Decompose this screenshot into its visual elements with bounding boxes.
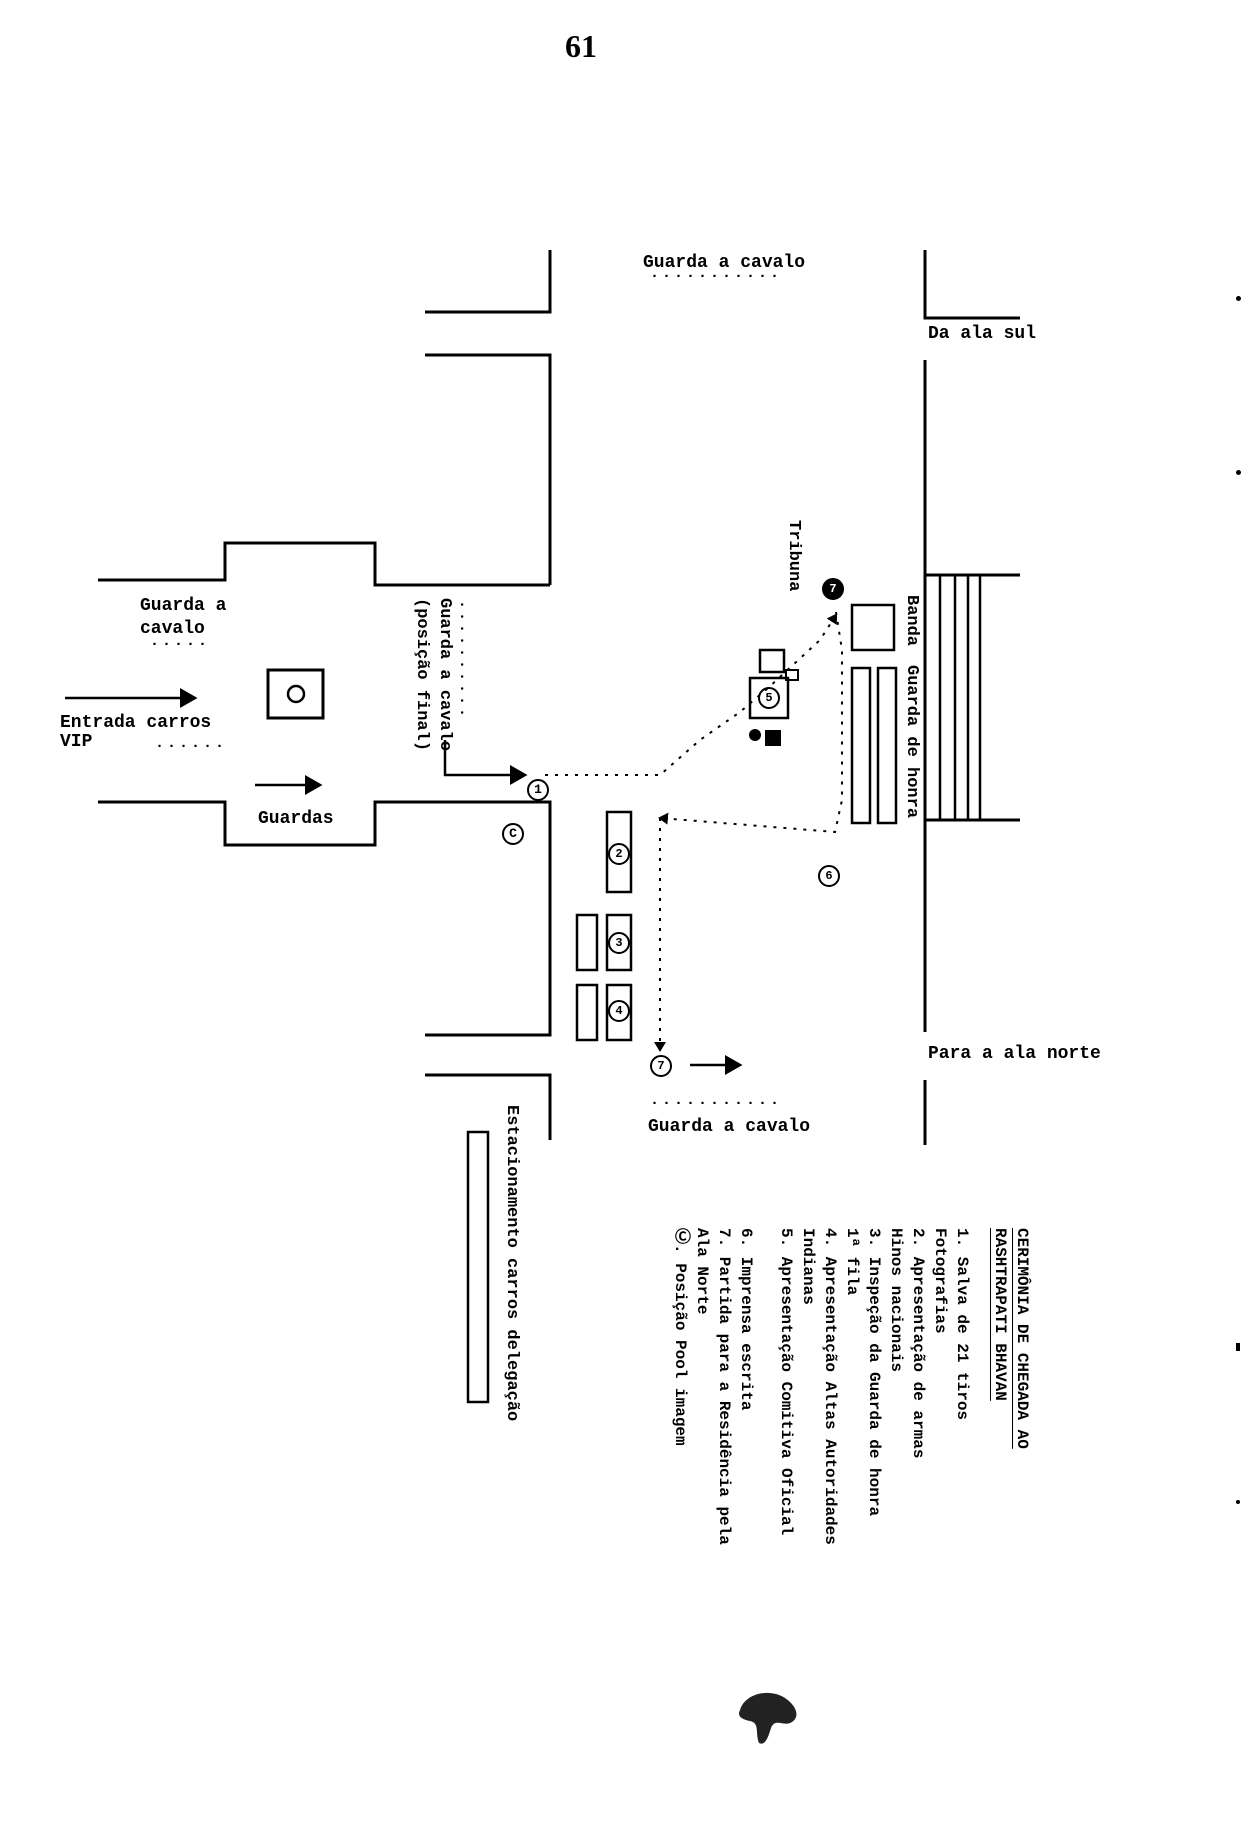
legend-item: Hinos nacionais — [887, 1228, 905, 1373]
legend-item: Ala Norte — [693, 1228, 711, 1315]
label-tribuna: Tribuna — [784, 520, 803, 592]
legend-item: 7. Partida para a Residência pela — [715, 1228, 733, 1545]
stairs — [938, 575, 982, 820]
legend-item: 4. Apresentação Altas Autoridades — [821, 1228, 839, 1545]
label-guarda-top: Guarda a cavalo — [643, 253, 806, 273]
marker-6: 6 — [818, 865, 840, 887]
label-guardas: Guardas — [258, 809, 334, 829]
label-guarda-left-dots: ..... — [150, 633, 211, 650]
legend-item: 1ª fila — [843, 1228, 861, 1296]
label-banda: Banda — [902, 595, 921, 647]
label-guarda-left-1: Guarda a — [140, 596, 227, 616]
legend-item: 5. Apresentação Comitiva Oficial — [777, 1228, 795, 1536]
marker-7-exit: 7 — [650, 1055, 672, 1077]
marker-2: 2 — [608, 843, 630, 865]
label-guarda-final-dots: .......... — [456, 600, 473, 721]
page-number: 61 — [565, 28, 597, 64]
edge-speck — [1236, 1500, 1240, 1504]
label-ala-sul: Da ala sul — [928, 324, 1037, 344]
marker-7: 7 — [822, 578, 844, 600]
label-guarda-final-1: Guarda a cavalo — [435, 598, 454, 752]
label-guarda-honra: Guarda de honra — [902, 665, 921, 819]
legend: CERIMÔNIA DE CHEGADA AO RASHTRAPATI BHAV… — [603, 1228, 1033, 1608]
label-ala-norte: Para a ala norte — [928, 1044, 1101, 1064]
marker-5: 5 — [758, 687, 780, 709]
label-guarda-top-dots: ........... — [650, 265, 783, 282]
edge-speck — [1236, 1343, 1240, 1351]
legend-item: Indianas — [799, 1228, 817, 1305]
label-entrada-2: VIP — [60, 732, 93, 752]
marker-3: 3 — [608, 932, 630, 954]
legend-item: 1. Salva de 21 tiros — [953, 1228, 971, 1421]
label-guarda-bottom-dots: ........... — [650, 1092, 783, 1109]
edge-speck — [1236, 296, 1241, 301]
marker-4: 4 — [608, 1000, 630, 1022]
ink-blot — [739, 1692, 797, 1744]
label-guarda-bottom: Guarda a cavalo — [648, 1117, 811, 1137]
legend-item: 6. Imprensa escrita — [737, 1228, 755, 1411]
marker-1: 1 — [527, 779, 549, 801]
marker-c: C — [502, 823, 524, 845]
legend-item: Ⓒ. Posição Pool imagem — [671, 1228, 689, 1446]
label-entrada-dots: ...... — [155, 735, 228, 752]
legend-title-1: CERIMÔNIA DE CHEGADA AO — [1013, 1228, 1031, 1449]
legend-item: Fotografias — [931, 1228, 949, 1334]
edge-speck — [1236, 470, 1241, 475]
label-entrada-1: Entrada carros — [60, 713, 212, 733]
legend-item: 3. Inspeção da Guarda de honra — [865, 1228, 883, 1517]
label-guarda-left-2: cavalo — [140, 619, 205, 639]
legend-title-2: RASHTRAPATI BHAVAN — [991, 1228, 1009, 1401]
legend-item: 2. Apresentação de armas — [909, 1228, 927, 1459]
building-walls — [98, 250, 1020, 1145]
label-estacionamento: Estacionamento carros delegação — [502, 1105, 521, 1422]
label-guarda-final-2: (posição final) — [412, 598, 431, 752]
